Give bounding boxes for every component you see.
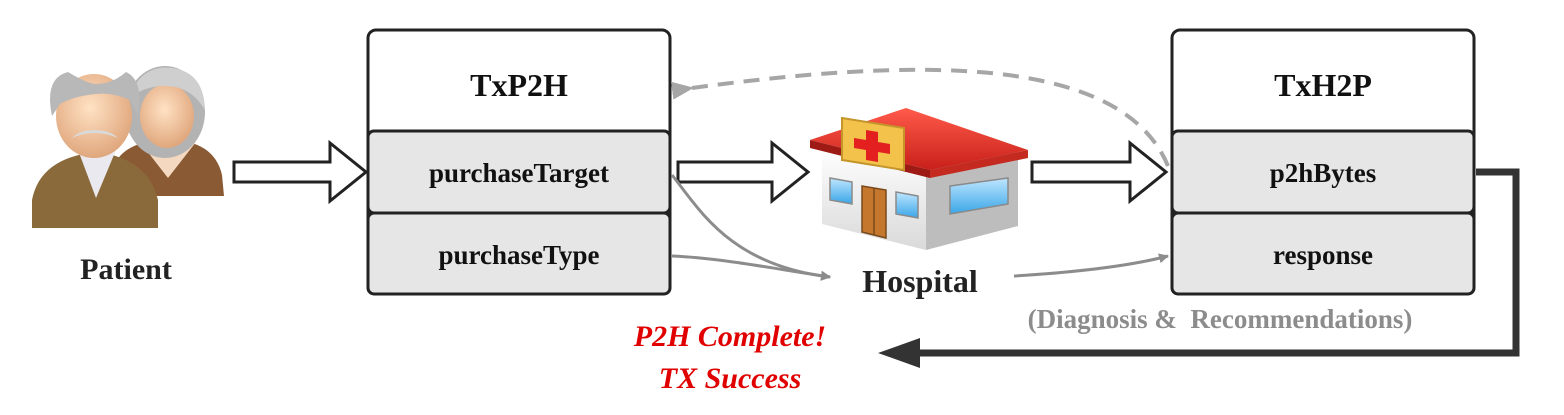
status-line-2: TX Success	[659, 362, 802, 395]
hospital-icon	[810, 108, 1028, 250]
arrow-purchase-type-to-hospital	[671, 254, 831, 281]
dashed-arrow-txh2p-to-txp2h	[670, 67, 1170, 167]
arrow-purchase-target-to-hospital	[670, 174, 831, 281]
diagnosis-annotation: (Diagnosis & Recommendations)	[1028, 304, 1413, 334]
arrow-txp2h-to-hospital	[676, 139, 811, 205]
txh2p-field-label-response: response	[1273, 240, 1373, 270]
txp2h-field-purchase-type	[366, 211, 672, 296]
txh2p-title: TxH2P	[1274, 67, 1372, 103]
patient-icon	[32, 66, 224, 228]
txp2h-field-label-purchase-target: purchaseTarget	[429, 158, 609, 188]
hospital-label: Hospital	[862, 263, 978, 299]
txp2h-box	[366, 28, 672, 296]
txh2p-field-response	[1170, 211, 1476, 296]
arrow-hospital-to-txh2p	[1030, 139, 1169, 205]
status-line-1: P2H Complete!	[633, 320, 826, 353]
arrow-p2h-bytes-return	[918, 168, 1520, 357]
txp2h-title: TxP2H	[470, 67, 568, 103]
txh2p-box	[1170, 28, 1476, 296]
txp2h-field-label-purchase-type: purchaseType	[438, 240, 599, 270]
arrow-patient-to-txp2h	[232, 139, 369, 205]
return-arrowhead	[878, 338, 920, 368]
arrow-hospital-to-response	[1013, 253, 1169, 278]
patient-label: Patient	[80, 253, 172, 286]
txh2p-field-label-p2h-bytes: p2hBytes	[1270, 158, 1377, 188]
